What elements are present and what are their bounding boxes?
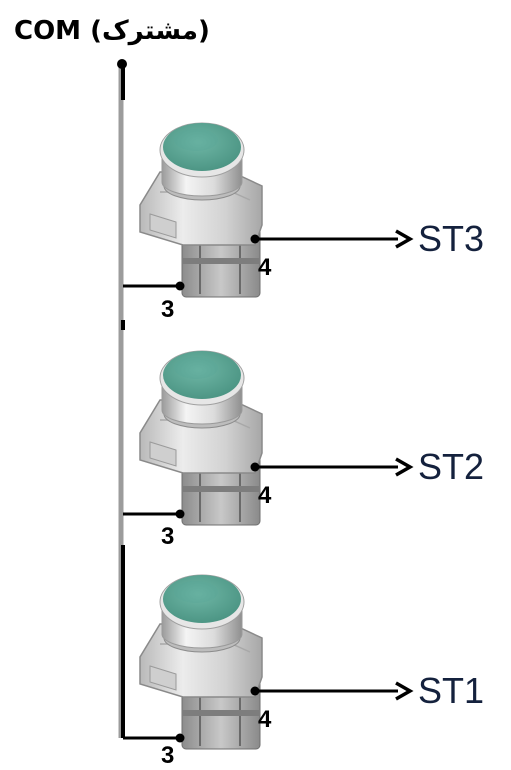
output-label-st1: ST1 (418, 670, 485, 711)
output-label-st2: ST2 (418, 446, 485, 487)
terminal-3-dot (175, 509, 185, 519)
pin-in-label-st3: 3 (161, 296, 175, 323)
pin-in-label-st1: 3 (161, 742, 175, 769)
button-cap (163, 351, 241, 399)
mounting-base-tab (149, 665, 177, 691)
pin-in-label-st2: 3 (161, 523, 175, 550)
contact-block-band (182, 258, 260, 264)
pin-out-label-st2: 4 (258, 482, 272, 509)
output-arrow-icon (395, 229, 414, 249)
common-label: COM (مشترک) (14, 16, 210, 46)
terminal-3-dot (175, 281, 185, 291)
pin-out-label-st3: 4 (258, 254, 272, 281)
terminal-4-dot (250, 686, 260, 696)
common-terminal-dot (117, 59, 127, 69)
terminal-3-dot (175, 733, 185, 743)
push-button-switch-st1 (123, 574, 414, 750)
button-cap-highlight (174, 129, 218, 151)
output-arrow-icon (395, 681, 414, 701)
contact-block-band (182, 710, 260, 716)
button-cap (163, 123, 241, 171)
mounting-base-tab (149, 213, 177, 239)
push-button-switch-st2 (123, 350, 414, 526)
mounting-base-tab (149, 441, 177, 467)
terminal-4-dot (250, 234, 260, 244)
terminal-4-dot (250, 462, 260, 472)
contact-block-band (182, 486, 260, 492)
pin-out-label-st1: 4 (258, 706, 272, 733)
button-cap-highlight (174, 357, 218, 379)
button-cap-highlight (174, 581, 218, 603)
push-button-switch-st3 (123, 122, 414, 298)
output-arrow-icon (395, 457, 414, 477)
output-label-st3: ST3 (418, 218, 485, 259)
button-cap (163, 575, 241, 623)
